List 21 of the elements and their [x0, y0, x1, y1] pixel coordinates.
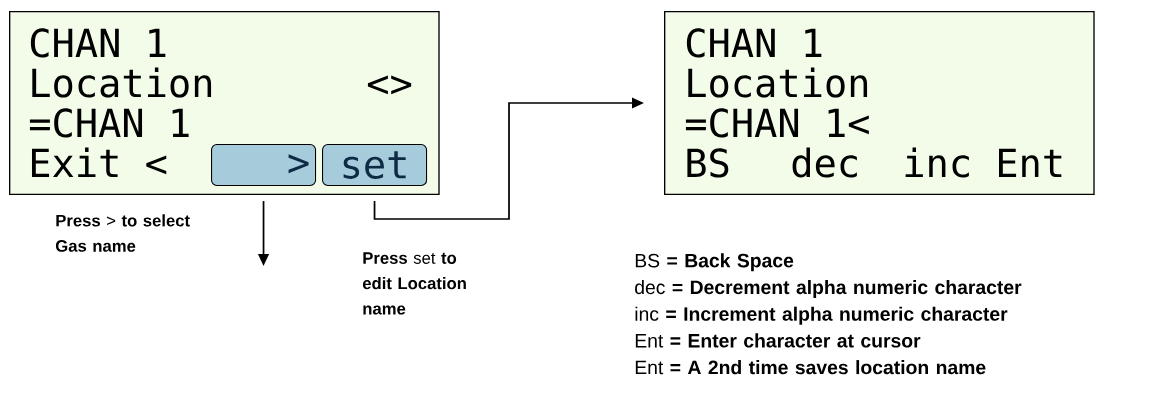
key-description: Ent = A 2nd time saves location name: [635, 360, 986, 375]
display-text: =CHAN 1<: [685, 108, 869, 138]
key-description: BS = Back Space: [635, 253, 794, 272]
display-text: CHAN 1: [686, 28, 822, 58]
display-text: Ent: [999, 148, 1062, 177]
display-text: CHAN 1: [30, 28, 166, 58]
key-description: inc = Increment alpha numeric character: [635, 306, 1008, 325]
key-description: dec = Decrement alpha numeric character: [635, 279, 1022, 298]
display-text: =CHAN 1: [29, 108, 189, 138]
instruction-note: Press set to edit Location name: [362, 252, 466, 315]
screen-button: >: [211, 144, 317, 187]
key-description: Ent = Enter character at cursor: [635, 333, 921, 348]
instruction-note: Press > to select Gas name: [55, 214, 190, 252]
display-text: inc: [905, 147, 969, 178]
display-text: Exit <: [32, 147, 167, 177]
screen-button: set: [322, 144, 428, 187]
display-text: BS: [687, 148, 729, 178]
display-text: Location: [32, 67, 212, 98]
display-text: Location: [688, 67, 868, 98]
display-text: dec: [792, 147, 857, 178]
display-text: <>: [367, 75, 412, 95]
